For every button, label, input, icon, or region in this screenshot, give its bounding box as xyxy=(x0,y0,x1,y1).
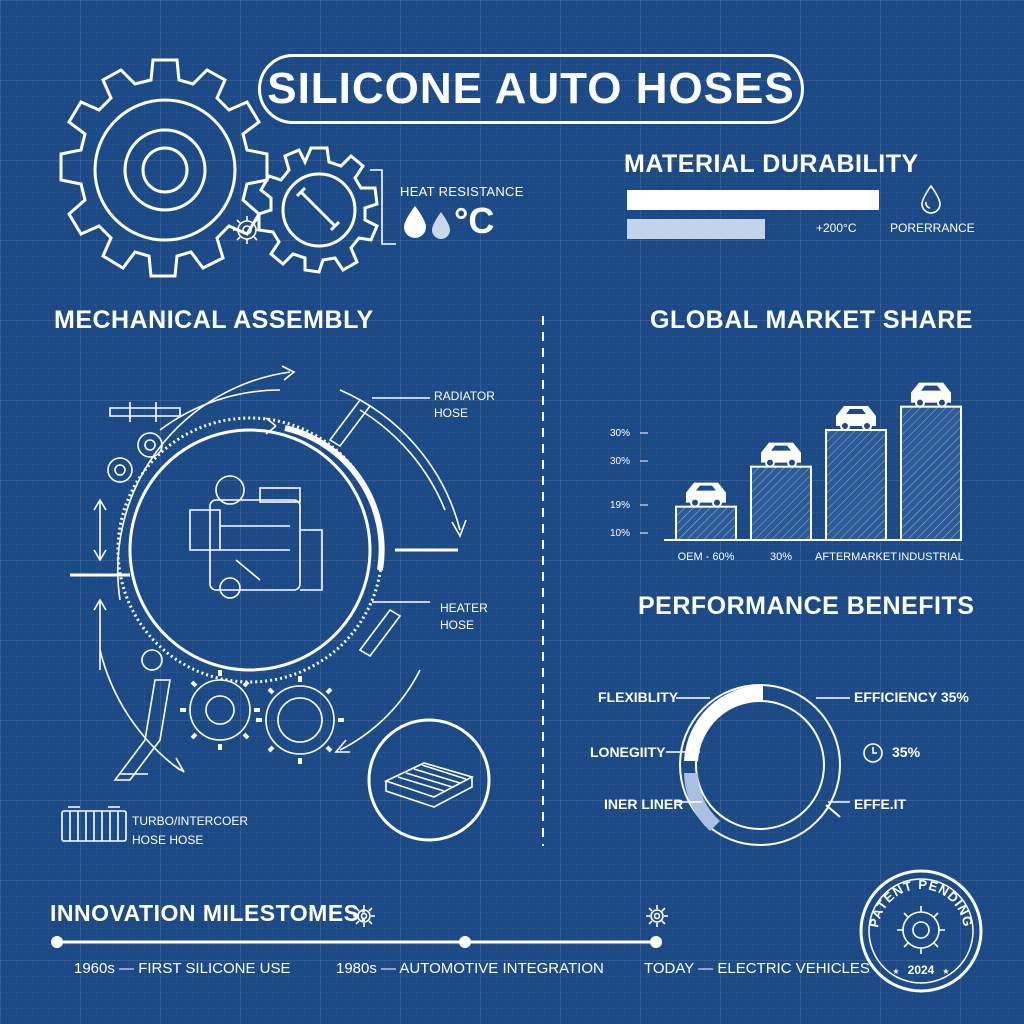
timeline-line xyxy=(51,936,662,948)
performance-benefits-heading: PERFORMANCE BENEFITS xyxy=(638,592,975,620)
chart-bar-hatch xyxy=(901,406,961,540)
durability-note-label: PORERRANCE xyxy=(890,221,975,235)
patent-seal: PATENT PENDING 2024 ★ ★ xyxy=(859,869,983,993)
chart-category-label: 30% xyxy=(770,551,792,563)
material-durability-heading: MATERIAL DURABILITY xyxy=(624,150,919,178)
chart-category-label: OEM - 60% xyxy=(678,551,735,563)
durability-bar-primary xyxy=(627,190,879,210)
chart-tick-label: 30% xyxy=(610,428,630,439)
turbo-callout-line xyxy=(120,773,148,775)
milestones-heading: INNOVATION MILESTOMES: xyxy=(50,900,368,926)
milestone-1980s: 1980s — AUTOMOTIVE INTEGRATION xyxy=(336,960,604,977)
svg-text:★: ★ xyxy=(892,967,899,976)
page-title: SILICONE AUTO HOSES xyxy=(267,64,795,113)
global-market-share-heading: GLOBAL MARKET SHARE xyxy=(650,306,973,334)
droplet-icon xyxy=(404,206,426,238)
car-wheel xyxy=(915,397,925,408)
durability-temp-label: +200°C xyxy=(816,221,857,235)
mechanical-assembly-heading: MECHANICAL ASSEMBLY xyxy=(54,306,374,334)
chart-tick-label: 10% xyxy=(610,528,630,539)
benefit-left-2: LONEGIITY xyxy=(590,744,666,760)
chart-tick-label: 30% xyxy=(610,456,630,467)
clock-icon xyxy=(863,743,883,763)
car-wheel xyxy=(690,497,700,508)
car-wheel xyxy=(937,397,947,408)
car-wheel xyxy=(862,421,872,431)
benefit-right-3: EFFE.IT xyxy=(854,796,907,812)
gear-icon xyxy=(353,905,375,927)
radiator-hose-label: RADIATOR HOSE xyxy=(434,389,495,420)
car-icon xyxy=(686,482,726,503)
benefit-left-1: FLEXIBLITY xyxy=(598,689,679,705)
radiator-icon xyxy=(61,806,127,842)
benefit-left-3: INER LINER xyxy=(604,796,684,812)
chart-category-label: INDUSTRIAL xyxy=(898,551,963,563)
droplet-icon xyxy=(921,184,941,214)
milestone-today: TODAY — ELECTRIC VEHICLES xyxy=(644,960,870,977)
car-wheel xyxy=(765,457,775,468)
gear-icon xyxy=(646,905,668,927)
timeline-dot-1960s xyxy=(51,936,63,948)
title-pill xyxy=(258,54,804,124)
assembly-diagram xyxy=(70,365,467,781)
benefit-right-2: 35% xyxy=(892,744,921,760)
gear-large-icon xyxy=(59,58,269,278)
car-icon xyxy=(761,442,801,463)
hose-cross-section-icon xyxy=(367,718,491,842)
seal-year: 2024 xyxy=(908,963,935,977)
dashed-divider xyxy=(542,316,544,846)
chart-bar-hatch xyxy=(751,466,811,540)
chart-tick-label: 19% xyxy=(610,500,630,511)
callout-lines xyxy=(372,397,430,603)
milestone-1960s: 1960s — FIRST SILICONE USE xyxy=(74,960,291,977)
chart-category-label: AFTERMARKET xyxy=(815,551,897,563)
car-wheel xyxy=(840,421,850,431)
chart-bar-hatch xyxy=(676,506,736,540)
heater-hose-label: HEATER HOSE xyxy=(440,601,488,632)
timeline-dot-1980s xyxy=(459,936,471,948)
durability-bar-secondary xyxy=(627,219,765,239)
benefit-right-1: EFFICIENCY 35% xyxy=(854,689,969,705)
svg-text:★: ★ xyxy=(942,967,949,976)
timeline-dot-today xyxy=(650,936,662,948)
celsius-unit: °C xyxy=(454,200,495,241)
donut-leaders xyxy=(666,697,850,803)
car-wheel xyxy=(712,497,722,508)
car-wheel xyxy=(787,457,797,468)
chart-bar-hatch xyxy=(826,430,886,540)
droplet-icon xyxy=(432,212,450,239)
bracket-line xyxy=(370,169,396,245)
gear-small-icon xyxy=(233,216,261,244)
turbo-hose-label: TURBO/INTERCOER HOSE HOSE xyxy=(132,814,249,847)
car-icon xyxy=(911,382,951,403)
car-icon xyxy=(836,406,876,426)
heat-resistance-label: HEAT RESISTANCE xyxy=(400,184,524,199)
gear-wrench-icon xyxy=(257,146,379,274)
